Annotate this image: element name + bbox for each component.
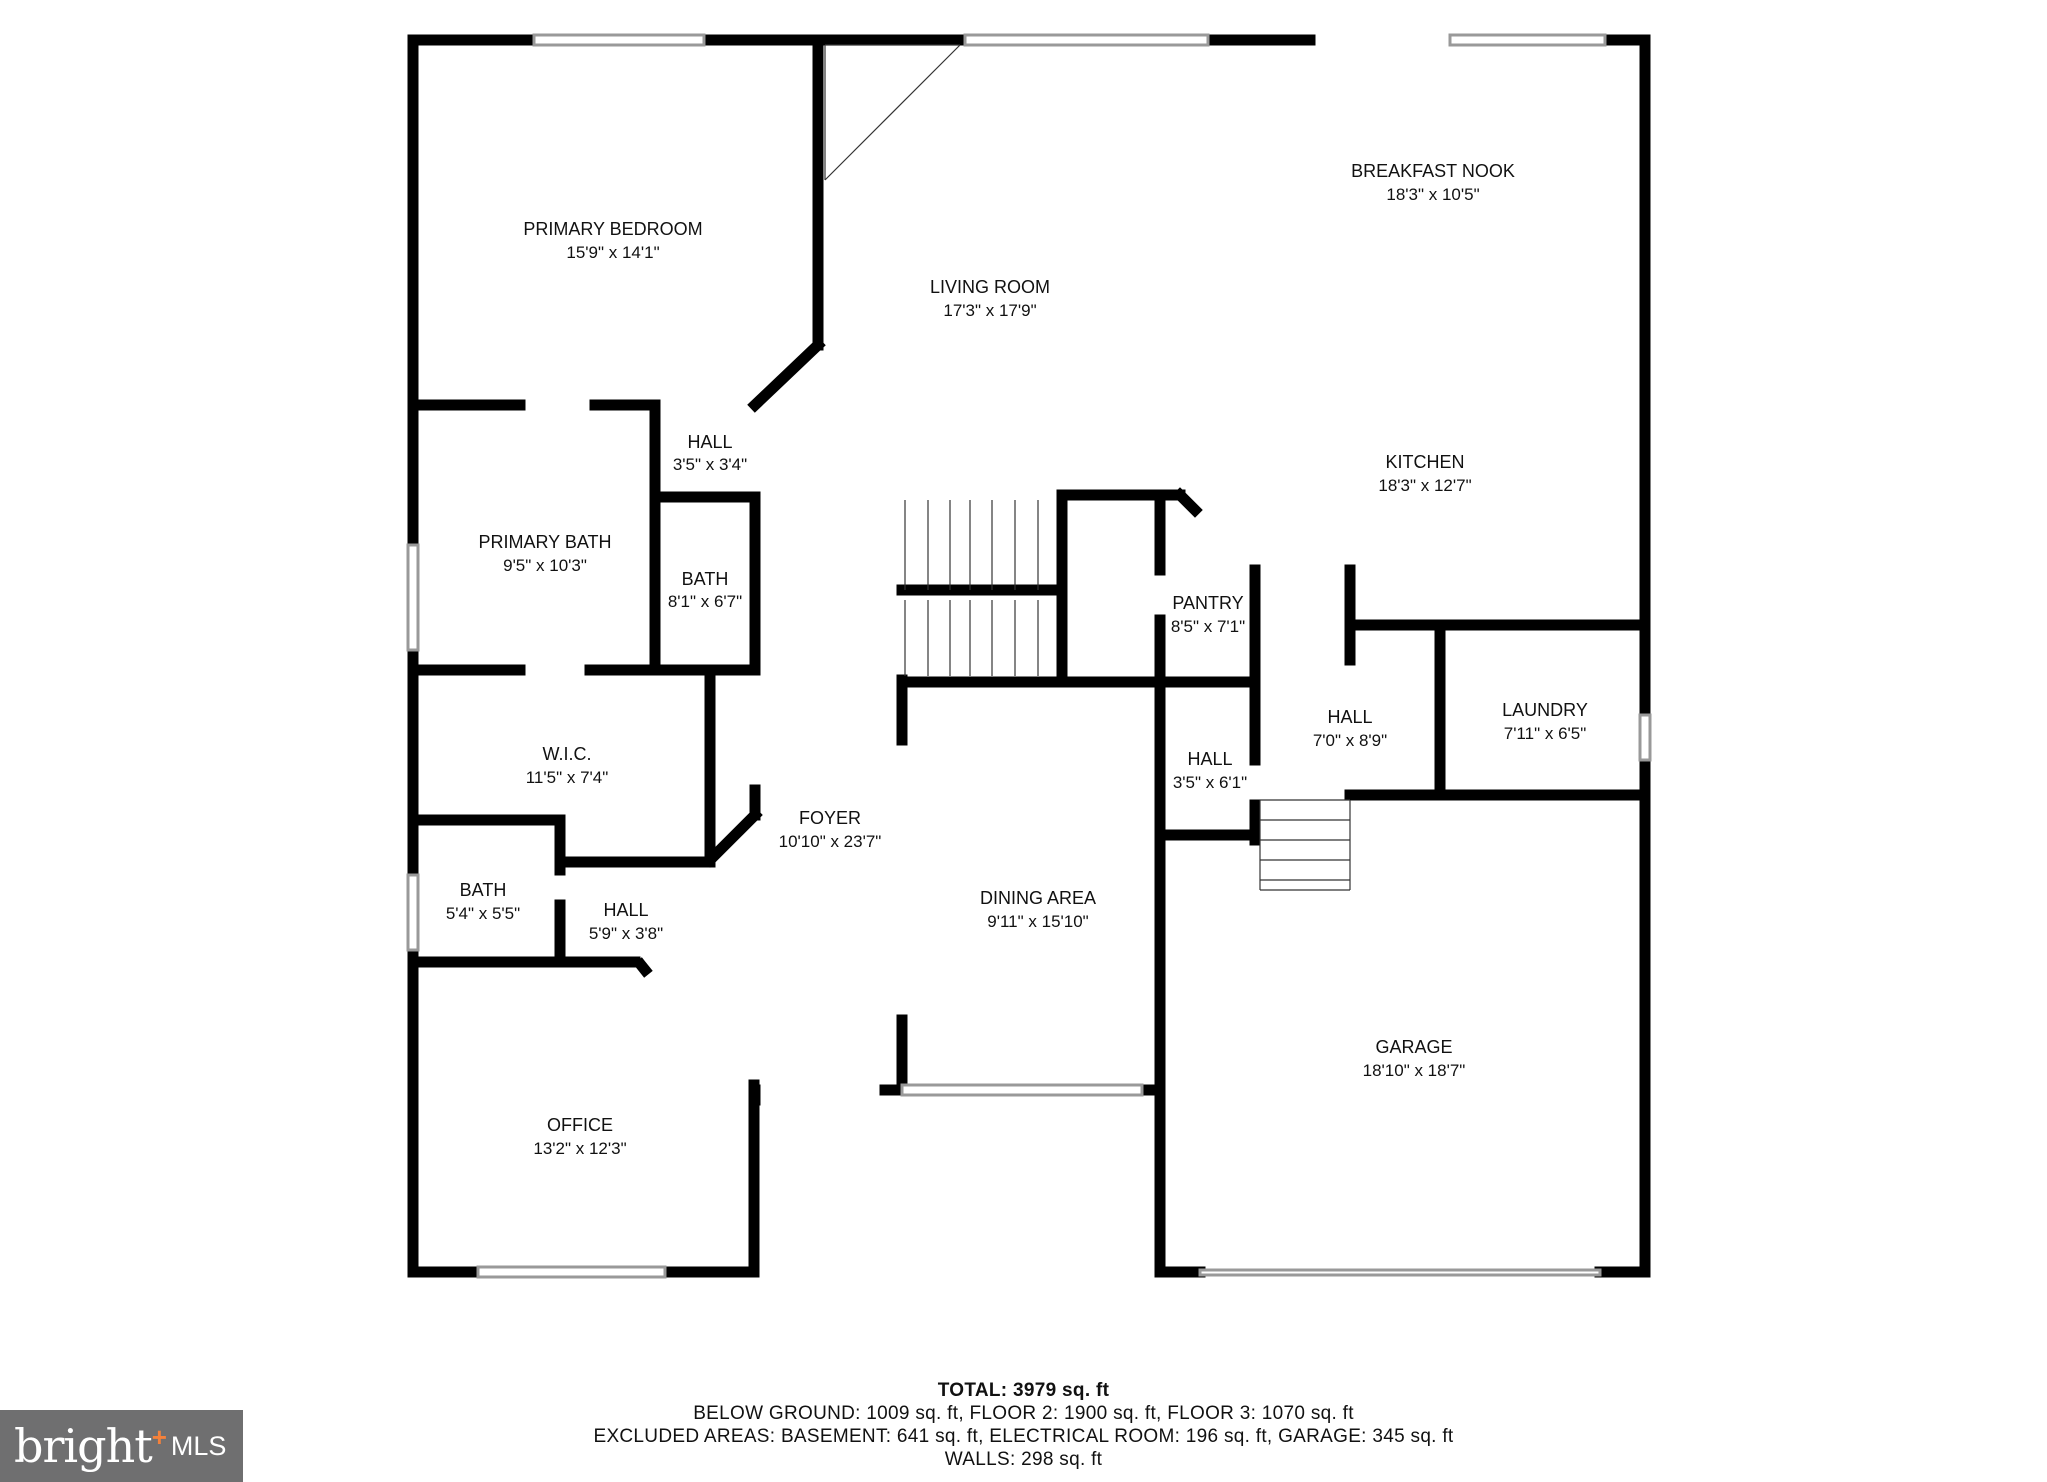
room-dims: 18'3" x 10'5" bbox=[1386, 185, 1479, 204]
room-name: KITCHEN bbox=[1385, 452, 1464, 472]
room-name: LAUNDRY bbox=[1502, 700, 1588, 720]
room-dims: 7'11" x 6'5" bbox=[1504, 724, 1587, 743]
room-dims: 8'5" x 7'1" bbox=[1171, 617, 1245, 636]
room-dims: 9'5" x 10'3" bbox=[503, 556, 587, 575]
room-name: PRIMARY BEDROOM bbox=[523, 219, 702, 239]
room-dims: 3'5" x 3'4" bbox=[673, 455, 747, 474]
room-dims: 9'11" x 15'10" bbox=[987, 912, 1088, 931]
logo-mls: MLS bbox=[170, 1430, 227, 1461]
excluded-areas: EXCLUDED AREAS: BASEMENT: 641 sq. ft, EL… bbox=[593, 1426, 1454, 1447]
room-name: HALL bbox=[687, 432, 732, 452]
room-name: BATH bbox=[460, 880, 507, 900]
room-name: BATH bbox=[682, 569, 729, 589]
room-dims: 13'2" x 12'3" bbox=[533, 1139, 626, 1158]
bright-mls-logo: bright + MLS bbox=[0, 1410, 243, 1482]
room-dims: 10'10" x 23'7" bbox=[779, 832, 882, 851]
room-dims: 3'5" x 6'1" bbox=[1173, 773, 1247, 792]
room-name: W.I.C. bbox=[543, 744, 592, 764]
room-dims: 15'9" x 14'1" bbox=[566, 243, 659, 262]
room-name: DINING AREA bbox=[980, 888, 1096, 908]
logo-brand: bright bbox=[14, 1419, 153, 1473]
room-name: LIVING ROOM bbox=[930, 277, 1050, 297]
room-dims: 5'9" x 3'8" bbox=[589, 924, 663, 943]
room-name: HALL bbox=[603, 900, 648, 920]
room-dims: 5'4" x 5'5" bbox=[446, 904, 520, 923]
room-dims: 8'1" x 6'7" bbox=[668, 592, 742, 611]
room-name: GARAGE bbox=[1375, 1037, 1452, 1057]
room-dims: 17'3" x 17'9" bbox=[943, 301, 1036, 320]
room-name: BREAKFAST NOOK bbox=[1351, 161, 1515, 181]
room-dims: 18'3" x 12'7" bbox=[1378, 476, 1471, 495]
room-dims: 7'0" x 8'9" bbox=[1313, 731, 1387, 750]
walls bbox=[407, 34, 1651, 1278]
room-labels: PRIMARY BEDROOM 15'9" x 14'1" LIVING ROO… bbox=[446, 161, 1588, 1158]
stairs bbox=[824, 44, 1351, 891]
room-dims: 18'10" x 18'7" bbox=[1363, 1061, 1466, 1080]
room-name: HALL bbox=[1187, 749, 1232, 769]
room-name: HALL bbox=[1327, 707, 1372, 727]
walls-area: WALLS: 298 sq. ft bbox=[944, 1449, 1103, 1470]
logo-plus: + bbox=[151, 1421, 167, 1452]
total-area: TOTAL: 3979 sq. ft bbox=[937, 1380, 1110, 1401]
room-name: OFFICE bbox=[547, 1115, 613, 1135]
floor-breakdown: BELOW GROUND: 1009 sq. ft, FLOOR 2: 1900… bbox=[693, 1403, 1354, 1424]
room-name: FOYER bbox=[799, 808, 861, 828]
room-name: PRIMARY BATH bbox=[478, 532, 611, 552]
windows bbox=[406, 33, 1652, 1279]
room-dims: 11'5" x 7'4" bbox=[526, 768, 609, 787]
room-name: PANTRY bbox=[1172, 593, 1243, 613]
